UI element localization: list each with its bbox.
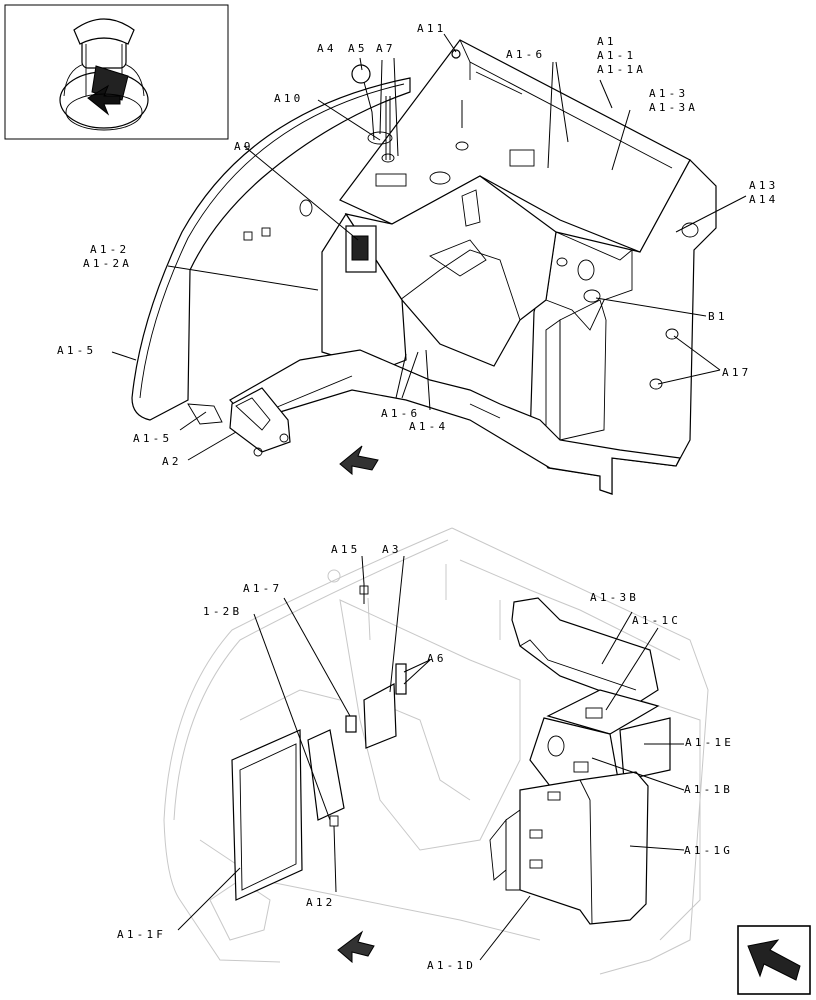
label-a5: A5 — [348, 42, 368, 55]
front-direction-arrow-icon — [339, 445, 379, 476]
label-a3: A3 — [382, 543, 402, 556]
label-a1: A1 — [597, 35, 617, 48]
label-a4: A4 — [317, 42, 337, 55]
part-labels: A11 A1 A1-1 A1-1A A4 A5 A7 A1-6 A10 A1-3… — [57, 22, 778, 972]
label-a1-2a: A1-2A — [83, 257, 132, 270]
label-a1-1b: A1-1B — [684, 783, 733, 796]
next-page-arrow-icon[interactable] — [737, 925, 811, 995]
label-a6: A6 — [427, 652, 447, 665]
bottom-assembly-drawing — [163, 527, 709, 975]
label-a1-3b: A1-3B — [590, 591, 639, 604]
label-a14: A14 — [749, 193, 778, 206]
label-a1-7: A1-7 — [243, 582, 282, 595]
label-a12: A12 — [306, 896, 335, 909]
label-a15: A15 — [331, 543, 360, 556]
label-a10: A10 — [274, 92, 303, 105]
label-a1-2: A1-2 — [90, 243, 129, 256]
label-a7: A7 — [376, 42, 396, 55]
label-a1-5-low: A1-5 — [133, 432, 172, 445]
top-assembly-drawing — [131, 39, 717, 495]
front-direction-arrow-icon — [337, 930, 375, 964]
label-a1-1c: A1-1C — [632, 614, 681, 627]
machine-overview-thumbnail — [4, 4, 229, 140]
label-a9: A9 — [234, 140, 254, 153]
label-a1-1d: A1-1D — [427, 959, 476, 972]
label-a17: A17 — [722, 366, 751, 379]
label-a1-6-bottom: A1-6 — [381, 407, 420, 420]
label-a1-3: A1-3 — [649, 87, 688, 100]
label-1-2b: 1-2B — [203, 605, 242, 618]
label-a13: A13 — [749, 179, 778, 192]
label-a11: A11 — [417, 22, 446, 35]
label-a1-6-top: A1-6 — [506, 48, 545, 61]
leader-lines — [111, 33, 747, 961]
label-a1-1: A1-1 — [597, 49, 636, 62]
label-a1-5-side: A1-5 — [57, 344, 96, 357]
label-a1-1e: A1-1E — [685, 736, 734, 749]
label-a1-1a: A1-1A — [597, 63, 646, 76]
label-a1-4: A1-4 — [409, 420, 448, 433]
label-a2: A2 — [162, 455, 182, 468]
label-a1-1f: A1-1F — [117, 928, 166, 941]
label-a1-1g: A1-1G — [684, 844, 733, 857]
label-b1: B1 — [708, 310, 728, 323]
label-a1-3a: A1-3A — [649, 101, 698, 114]
